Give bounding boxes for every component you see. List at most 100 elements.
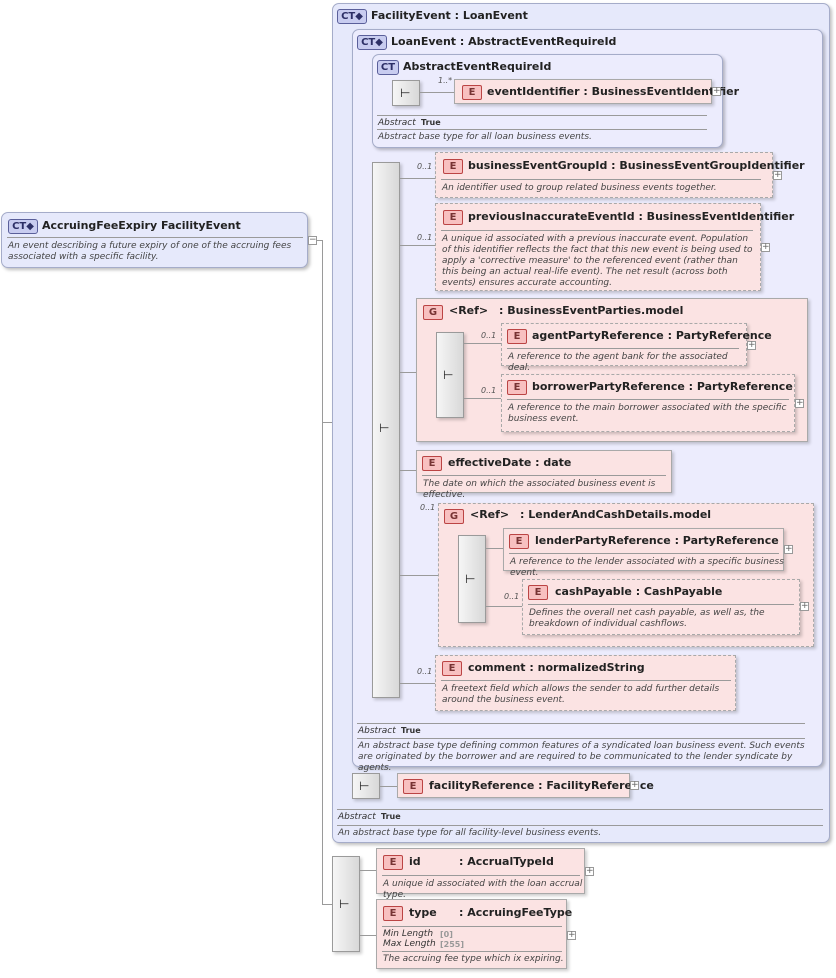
element-badge: E [507, 329, 527, 344]
expand-icon[interactable]: + [784, 544, 793, 554]
divider [507, 348, 739, 349]
divider [7, 237, 303, 238]
expand-icon[interactable]: + [712, 86, 721, 96]
element-description: The date on which the associated busines… [423, 479, 656, 500]
element-id[interactable]: E id : AccrualTypeId A unique id associa… [376, 848, 585, 900]
element-facility-reference[interactable]: E facilityReference : FacilityReference [397, 773, 654, 798]
expand-icon[interactable]: + [585, 866, 594, 876]
abstract-event-title: AbstractEventRequireId [403, 60, 552, 73]
element-description: A reference to the agent bank for the as… [508, 352, 728, 373]
element-agent-party-reference[interactable]: E agentPartyReference : PartyReference A… [501, 323, 772, 373]
element-borrower-party-reference[interactable]: E borrowerPartyReference : PartyReferenc… [501, 374, 795, 432]
element-description: An identifier used to group related busi… [442, 183, 717, 193]
sequence-compositor[interactable]: ⊢ [352, 773, 380, 799]
group-title: : LenderAndCashDetails.model [520, 508, 712, 521]
element-name: id [409, 855, 421, 868]
divider [382, 926, 562, 927]
element-title: effectiveDate : date [448, 456, 572, 469]
divider [357, 738, 805, 739]
expand-icon[interactable]: + [630, 780, 639, 790]
root-complex-type-box[interactable]: CT◆ AccruingFeeExpiry FacilityEvent An e… [1, 212, 308, 268]
element-description: A reference to the lender associated wit… [510, 557, 784, 578]
cardinality-label: 0..1 [504, 592, 520, 601]
group-ref-label: <Ref> [470, 508, 510, 521]
group-badge: G [423, 305, 443, 320]
connector-line [400, 470, 416, 471]
element-title: lenderPartyReference : PartyReference [535, 534, 779, 547]
sequence-compositor-main[interactable]: ⊢ [372, 162, 400, 698]
divider [337, 825, 823, 826]
badge-label: CT [380, 62, 396, 73]
element-description: A freetext field which allows the sender… [442, 684, 720, 705]
expand-icon[interactable]: + [567, 930, 576, 940]
complex-type-badge: CT [377, 60, 399, 75]
abstract-label: Abstract [378, 118, 416, 128]
element-badge: E [443, 159, 463, 174]
connector-line [360, 870, 376, 871]
element-title: facilityReference : FacilityReference [429, 779, 654, 792]
connector-line [486, 606, 523, 607]
collapse-icon[interactable]: − [308, 235, 317, 245]
connector-line [400, 683, 435, 684]
element-title: comment : normalizedString [468, 661, 645, 674]
connector-line [464, 398, 501, 399]
connector-line [400, 372, 416, 373]
element-badge: E [443, 210, 463, 225]
element-title: previousInaccurateEventId : BusinessEven… [468, 210, 795, 223]
element-badge: E [383, 906, 403, 921]
element-cash-payable[interactable]: E cashPayable : CashPayable Defines the … [522, 579, 800, 635]
expand-icon[interactable]: + [800, 601, 809, 611]
connector-line [400, 245, 435, 246]
element-description: The accruing fee type which ix expiring. [383, 954, 564, 964]
connector-line [486, 548, 503, 549]
expand-icon[interactable]: + [761, 242, 770, 252]
divider [422, 475, 666, 476]
element-business-event-group-id[interactable]: E businessEventGroupId : BusinessEventGr… [435, 152, 805, 198]
element-type: : AccrualTypeId [459, 855, 554, 868]
element-effective-date[interactable]: E effectiveDate : date The date on which… [416, 450, 672, 500]
element-badge: E [403, 779, 423, 794]
element-comment[interactable]: E comment : normalizedString A freetext … [435, 655, 736, 711]
element-event-identifier[interactable]: E eventIdentifier : BusinessEventIdentif… [454, 79, 739, 104]
group-badge: G [444, 509, 464, 524]
element-badge: E [509, 534, 529, 549]
expand-icon[interactable]: + [795, 398, 804, 408]
abstract-value: True [421, 118, 441, 127]
group-title: : BusinessEventParties.model [499, 304, 684, 317]
abstract-value: True [381, 812, 401, 821]
connector-line [420, 92, 454, 93]
root-description: An event describing a future expiry of o… [8, 241, 292, 262]
max-length-value: [255] [440, 940, 465, 949]
root-name: AccruingFeeExpiry [42, 219, 158, 232]
element-name: type [409, 906, 437, 919]
cardinality-label: 0..1 [417, 162, 433, 171]
connector-line [380, 786, 397, 787]
element-title: borrowerPartyReference : PartyReference [532, 380, 793, 393]
sequence-icon: ⊢ [339, 897, 350, 911]
element-type[interactable]: E type : AccruingFeeType Min Length [0] … [376, 899, 572, 969]
element-lender-party-reference[interactable]: E lenderPartyReference : PartyReference … [503, 528, 784, 578]
cardinality-label: 1..* [438, 76, 453, 85]
connector-line [360, 935, 376, 936]
element-badge: E [442, 661, 462, 676]
sequence-icon: ⊢ [400, 86, 411, 100]
divider [377, 115, 707, 116]
badge-label: CT [341, 11, 356, 22]
sequence-compositor[interactable]: ⊢ [392, 80, 420, 106]
cardinality-label: 0..1 [481, 386, 497, 395]
expand-icon[interactable]: + [773, 170, 782, 180]
element-title: agentPartyReference : PartyReference [532, 329, 772, 342]
expand-icon[interactable]: + [747, 340, 756, 350]
sequence-compositor[interactable]: ⊢ [436, 332, 464, 418]
complex-type-badge-label: CT [12, 221, 27, 232]
sequence-compositor[interactable]: ⊢ [332, 856, 360, 952]
cardinality-label: 0..1 [481, 331, 497, 340]
facility-event-description: An abstract base type for all facility-l… [338, 828, 602, 838]
divider [441, 230, 753, 231]
connector-line [400, 178, 435, 179]
divider [509, 553, 779, 554]
element-previous-inaccurate-event-id[interactable]: E previousInaccurateEventId : BusinessEv… [435, 203, 794, 291]
complex-type-badge: CT◆ [337, 9, 367, 24]
sequence-compositor[interactable]: ⊢ [458, 535, 486, 623]
element-title: businessEventGroupId : BusinessEventGrou… [468, 159, 805, 172]
